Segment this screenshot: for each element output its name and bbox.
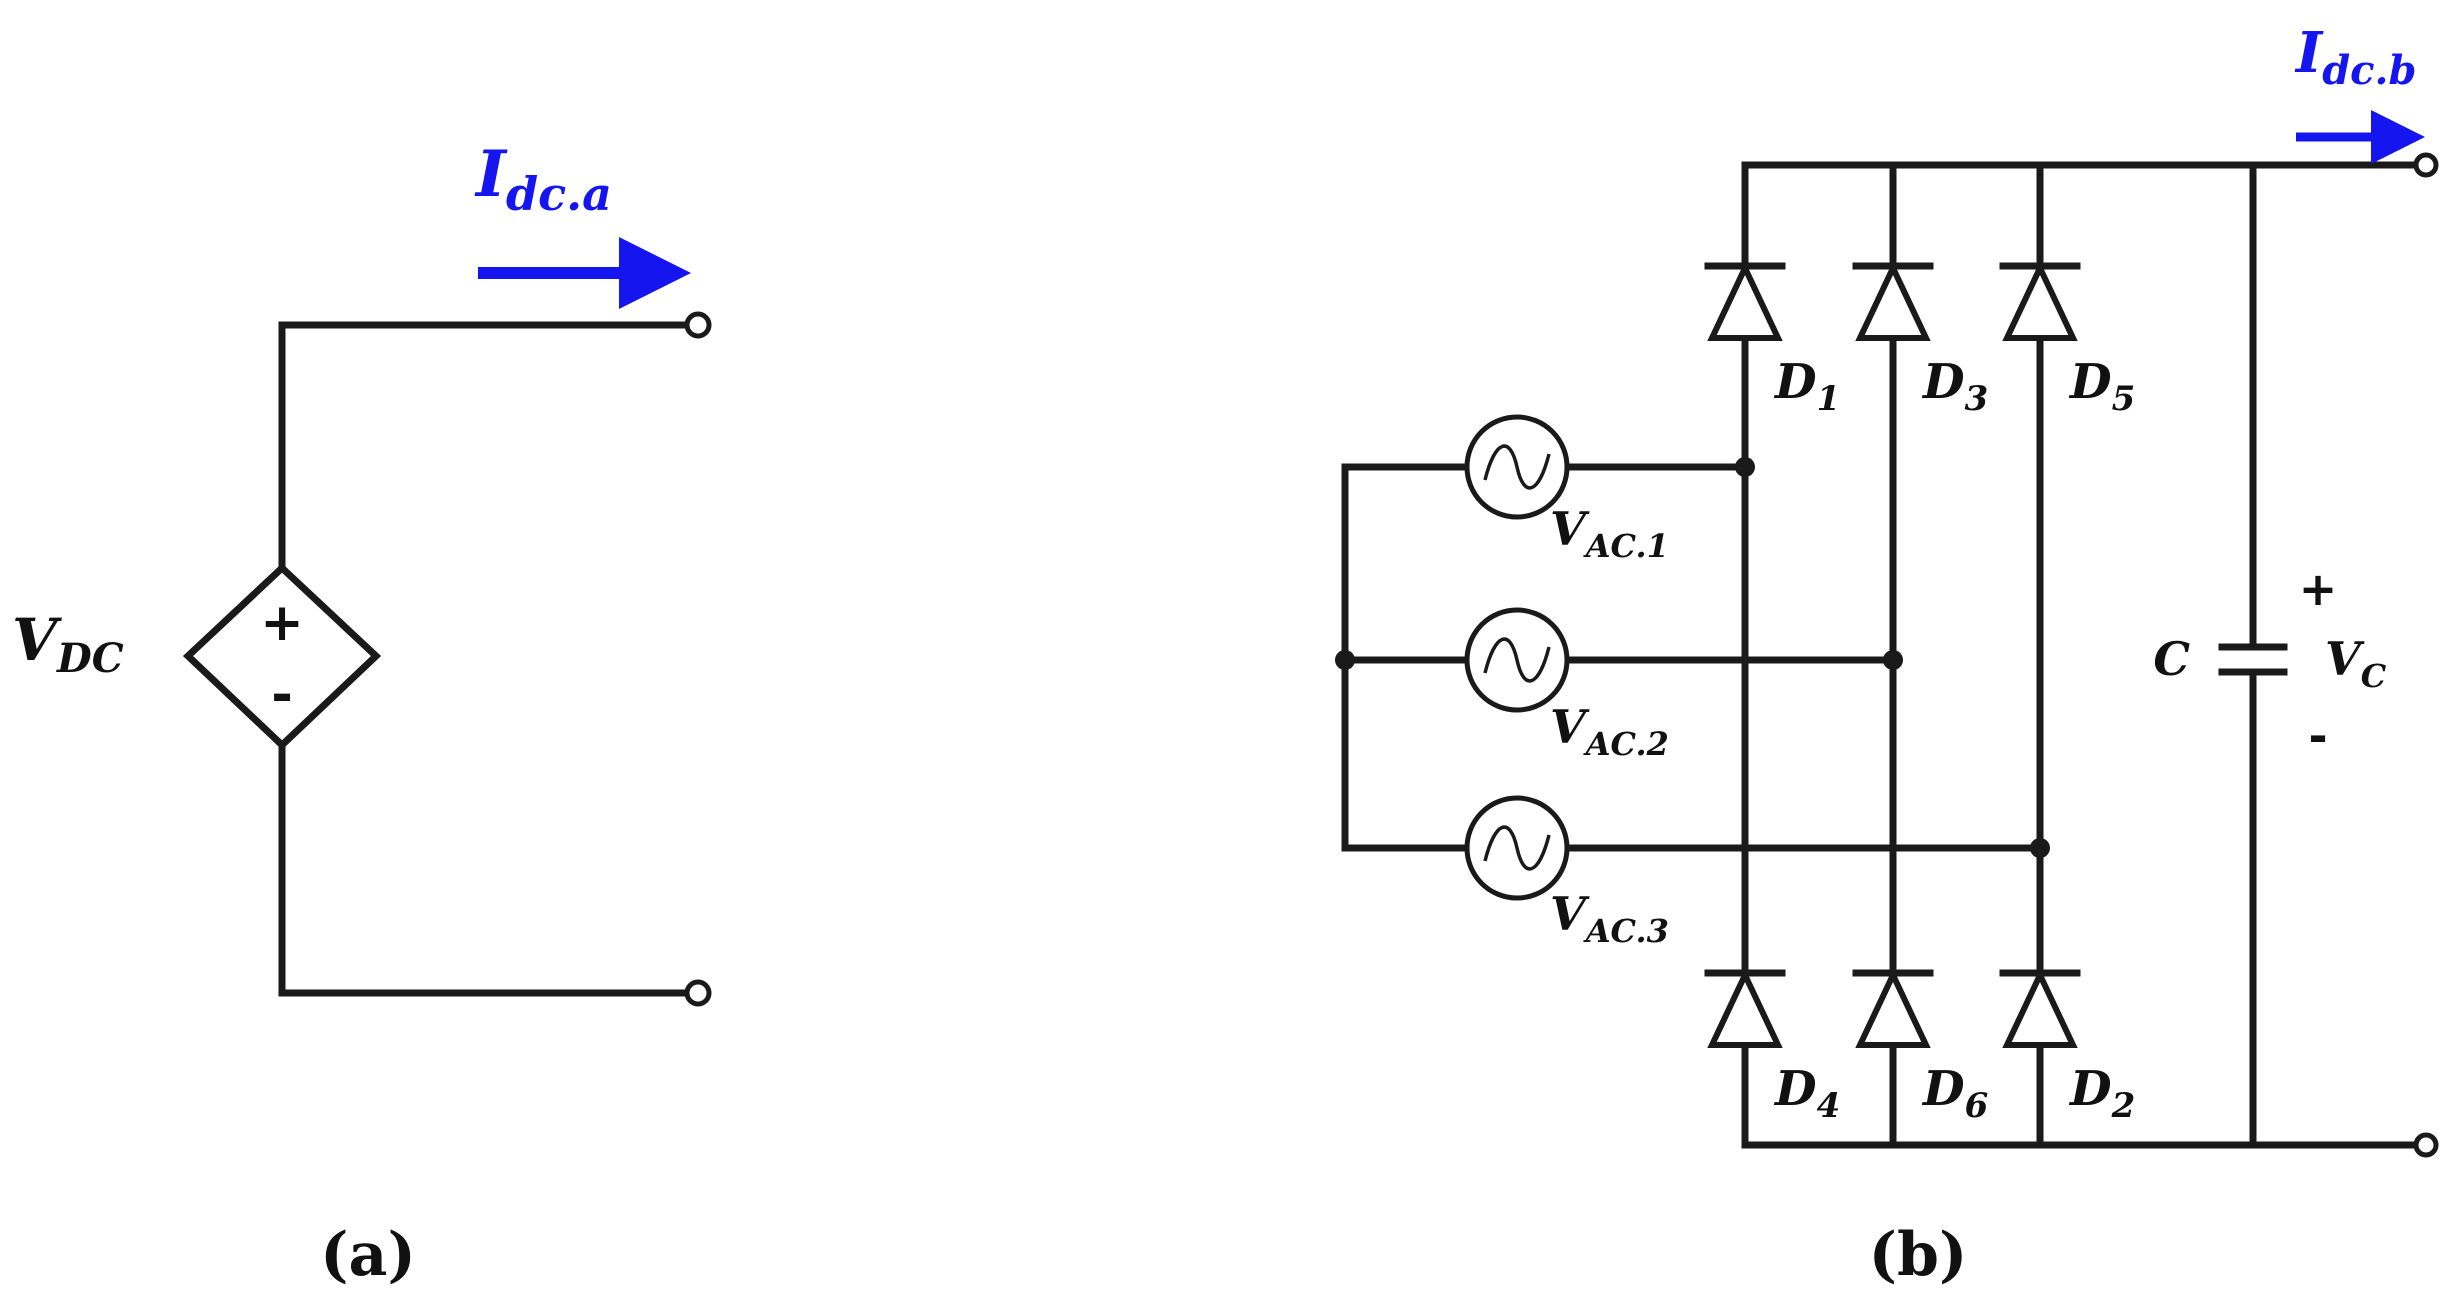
phase-1-node — [1735, 457, 1755, 477]
output-terminal-positive — [2413, 152, 2439, 178]
diode-d4 — [1704, 967, 1786, 1048]
diode-label-d4: D4 — [1773, 1061, 1840, 1126]
panel-a: + - VDC Idc.a (a) — [12, 137, 712, 1290]
panel-label-b: (b) — [1869, 1220, 1968, 1290]
capacitor-label: C — [2153, 632, 2190, 686]
panel-a-bottom-wire — [278, 741, 690, 997]
output-terminal-top — [684, 311, 712, 339]
current-label-b: Idc.b — [2294, 20, 2416, 94]
diode-label-d3: D3 — [1921, 354, 1988, 419]
output-terminal-bottom — [684, 979, 712, 1007]
diode-d2 — [1999, 967, 2081, 1048]
panel-b: D1 D3 D5 D4 D6 D2 V — [1335, 20, 2439, 1290]
diode-label-d6: D6 — [1921, 1061, 1988, 1126]
panel-label-a: (a) — [320, 1220, 416, 1290]
diode-d6 — [1852, 967, 1934, 1048]
ac-source-label-1: VAC.1 — [1550, 502, 1669, 565]
source-minus-sign: - — [271, 665, 293, 725]
current-label-a: Idc.a — [474, 137, 612, 221]
diode-label-d2: D2 — [2068, 1061, 2135, 1126]
capacitor-icon — [2218, 643, 2288, 676]
sine-source-icon — [1464, 795, 1570, 901]
diode-label-d1: D1 — [1773, 354, 1840, 419]
diode-label-d5: D5 — [2068, 354, 2135, 419]
ac-source-label-2: VAC.2 — [1550, 700, 1669, 763]
diode-d5 — [1999, 260, 2081, 341]
capacitor-minus-sign: - — [2308, 709, 2327, 763]
ac-source-label-3: VAC.3 — [1550, 887, 1669, 950]
diode-d3 — [1852, 260, 1934, 341]
controlled-voltage-source-diamond-icon — [182, 563, 382, 750]
capacitor-plus-sign: + — [2299, 562, 2338, 616]
phase-3-node — [2030, 838, 2050, 858]
source-voltage-label: VDC — [12, 606, 124, 682]
source-plus-sign: + — [260, 593, 304, 653]
sine-source-icon — [1464, 607, 1570, 713]
output-terminal-negative — [2413, 1132, 2439, 1158]
panel-a-top-wire — [278, 321, 690, 572]
sine-source-icon — [1464, 414, 1570, 520]
diode-d1 — [1704, 260, 1786, 341]
phase-2-node — [1883, 650, 1903, 670]
capacitor-voltage-label: VC — [2325, 632, 2387, 695]
